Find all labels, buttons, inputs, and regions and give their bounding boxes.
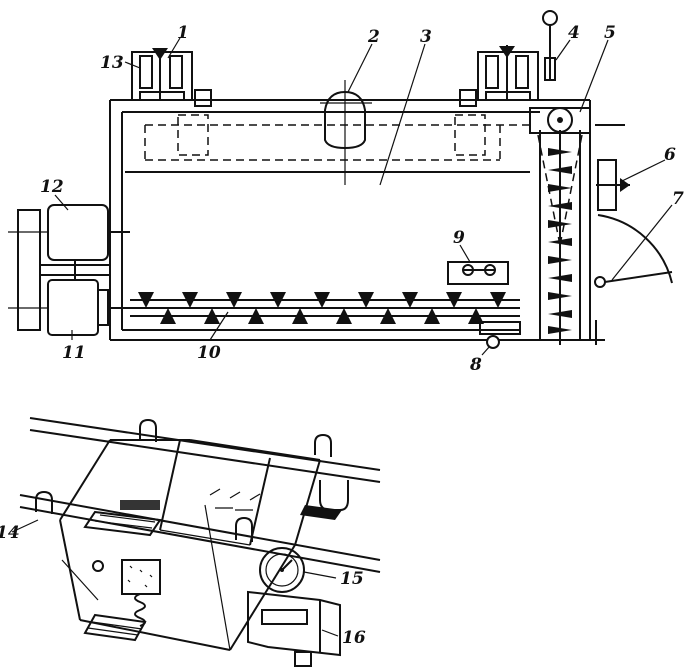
callout-7: 7 bbox=[672, 189, 684, 209]
discharge-flap bbox=[594, 214, 673, 345]
grates bbox=[83, 500, 342, 642]
callout-1: 1 bbox=[177, 23, 189, 43]
callout-5: 5 bbox=[604, 23, 616, 43]
hopper-body bbox=[59, 439, 321, 651]
right-trolley bbox=[459, 45, 539, 107]
callout-4: 4 bbox=[568, 23, 580, 43]
side-drive-hub bbox=[596, 159, 630, 211]
callout-13: 13 bbox=[100, 53, 124, 73]
leader-lines-lower bbox=[11, 519, 339, 637]
upper-machine-view: 1 2 3 4 5 6 7 8 9 10 11 12 13 bbox=[8, 10, 684, 375]
vertical-screw-conveyor bbox=[537, 130, 583, 345]
drive-motors bbox=[8, 204, 130, 336]
callout-10: 10 bbox=[197, 343, 221, 363]
callout-16: 16 bbox=[342, 628, 366, 648]
central-housing bbox=[320, 80, 372, 185]
bracket-part bbox=[447, 261, 509, 285]
callout-12: 12 bbox=[40, 177, 64, 197]
spring-block bbox=[61, 559, 161, 627]
callout-3: 3 bbox=[420, 27, 432, 47]
callout-8: 8 bbox=[469, 355, 482, 375]
recorder-box bbox=[247, 590, 341, 667]
callout-11: 11 bbox=[62, 343, 86, 363]
rails bbox=[19, 417, 381, 573]
leader-lines-upper bbox=[54, 37, 673, 356]
callouts-lower: 14 15 16 bbox=[0, 523, 366, 648]
callouts-upper: 1 2 3 4 5 6 7 8 9 10 11 12 13 bbox=[40, 23, 684, 375]
clamps bbox=[35, 418, 349, 542]
dial-gauge bbox=[259, 547, 305, 593]
hinge-pin bbox=[479, 321, 521, 349]
horizontal-screw-conveyor bbox=[108, 292, 520, 324]
callout-6: 6 bbox=[664, 145, 676, 165]
lower-perspective-view: 14 15 16 bbox=[0, 417, 381, 667]
left-trolley bbox=[131, 48, 212, 107]
horizontal-flights bbox=[138, 292, 506, 324]
callout-2: 2 bbox=[367, 27, 380, 47]
callout-15: 15 bbox=[340, 569, 364, 589]
lever-rod bbox=[542, 10, 558, 81]
carriage-hidden-lines bbox=[144, 114, 530, 161]
callout-14: 14 bbox=[0, 523, 20, 543]
vertical-flights bbox=[548, 148, 572, 334]
callout-9: 9 bbox=[453, 228, 465, 248]
